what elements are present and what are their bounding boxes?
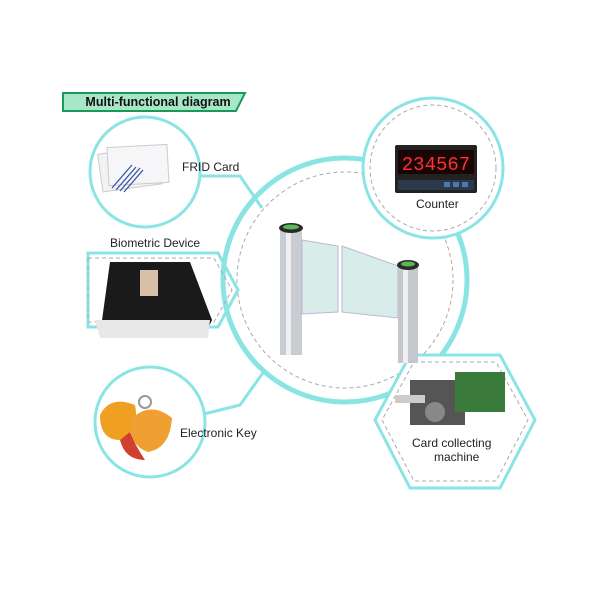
card-collector-label-line1: Card collecting (412, 436, 492, 450)
central-circle (220, 155, 470, 405)
counter-label: Counter (416, 197, 459, 211)
frid-card-label: FRID Card (182, 160, 240, 174)
counter-dashed-circle (369, 104, 497, 232)
frid-card-image (97, 143, 170, 193)
biometric-device-label: Biometric Device (110, 236, 201, 250)
counter-image (395, 145, 477, 193)
biometric-device-image (95, 262, 212, 338)
card-collector-label-line2: machine (434, 450, 480, 464)
biometric-dashed-frame (87, 257, 233, 323)
banner-title: Multi-functional diagram (85, 95, 231, 109)
hexagon-dashed (381, 361, 529, 482)
card-collecting-machine-image (395, 372, 505, 425)
electronic-key-label: Electronic Key (180, 426, 257, 440)
electronic-key-image (100, 395, 172, 460)
central-dashed-circle (236, 171, 454, 389)
counter-digits: 234567 (402, 154, 470, 176)
connector-key (199, 369, 267, 417)
title-banner (62, 92, 247, 112)
speed-gate-image (279, 223, 419, 363)
